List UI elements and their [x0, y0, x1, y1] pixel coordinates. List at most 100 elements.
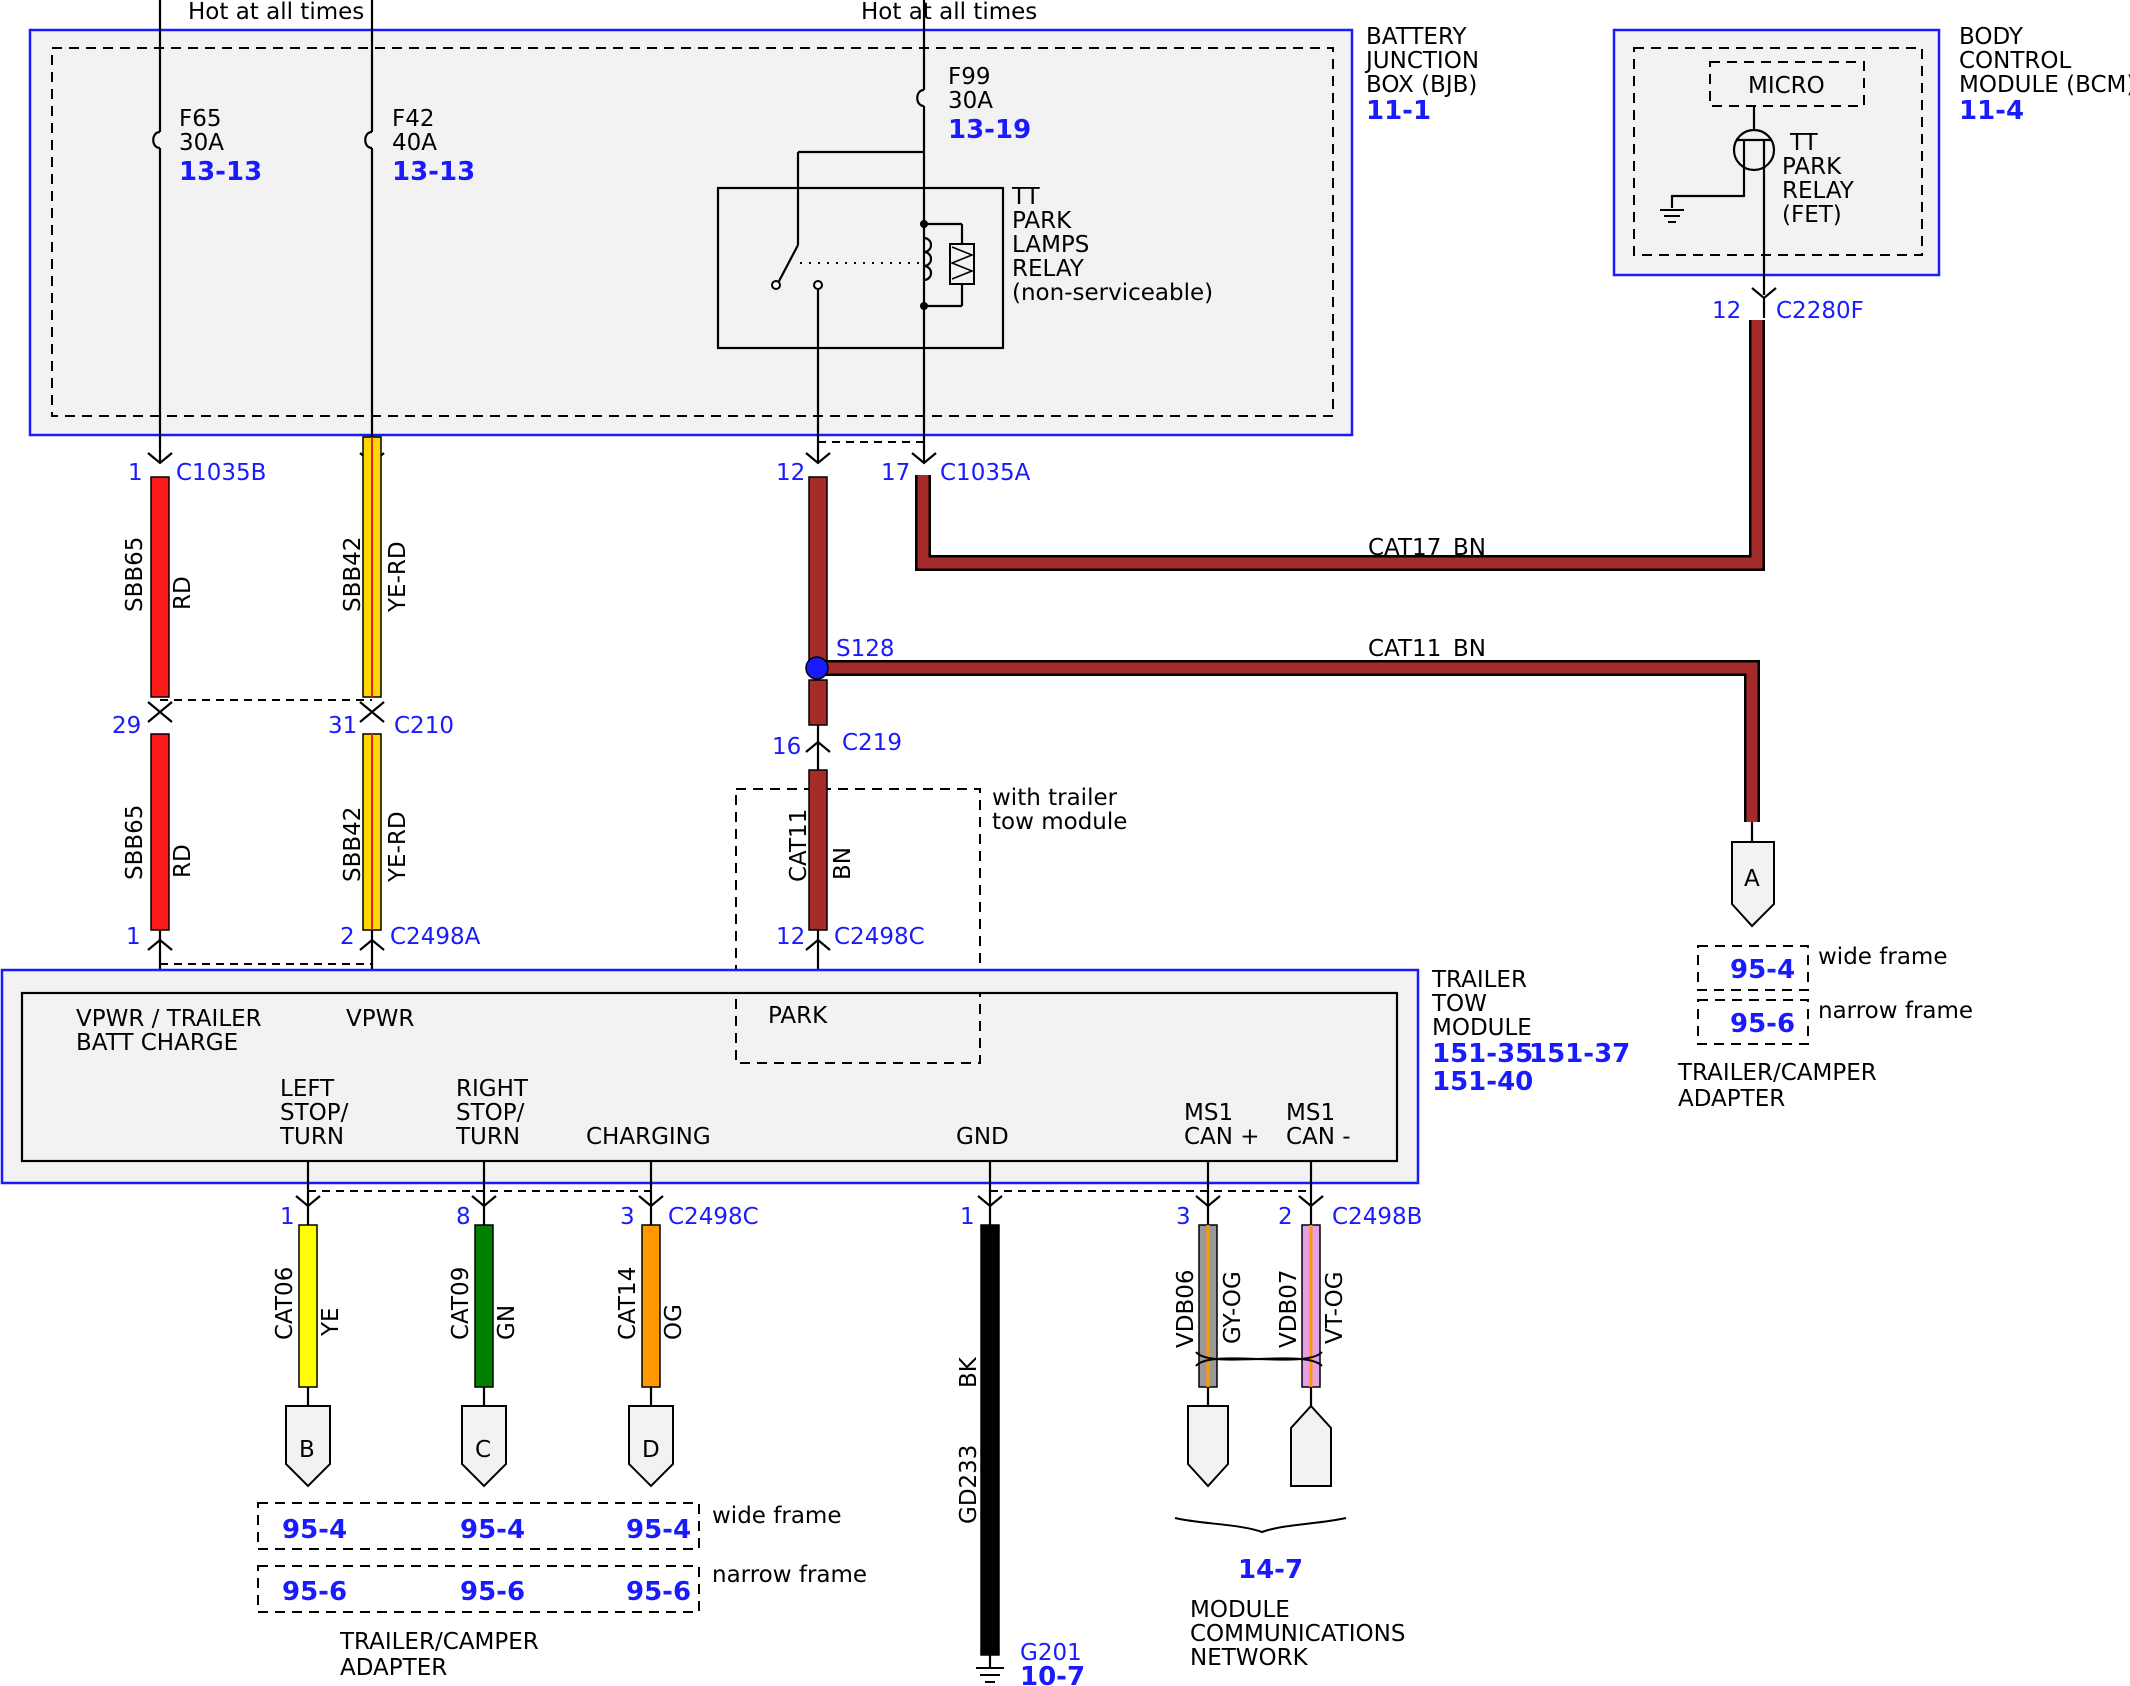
c1035a-pins: [805, 438, 937, 465]
with-trailer-label-2: tow module: [992, 809, 1127, 835]
pin-park: PARK: [768, 1003, 828, 1029]
sbb65-wire-lower: [150, 733, 170, 931]
fet-icon: [1732, 128, 1776, 172]
f42-ref: 13-13: [392, 157, 475, 187]
relay-switch-contact: [813, 280, 823, 290]
right-wide-frame-label: wide frame: [1818, 944, 1947, 970]
cat17-circuit: CAT17: [1368, 535, 1441, 561]
f42-rating: 40A: [392, 130, 437, 156]
c2280f-label: C2280F: [1776, 298, 1864, 324]
bcm-ref: 11-4: [1959, 96, 2024, 126]
cat14-circuit: CAT14: [615, 1267, 641, 1340]
bcm-relay-label-2: PARK: [1782, 154, 1842, 180]
cat09-circuit: CAT09: [448, 1267, 474, 1340]
bcm-box: [1612, 28, 1941, 277]
bcm-micro-box: [1709, 61, 1865, 107]
pin-left-1: LEFT: [280, 1076, 335, 1102]
pin-vpwr-trailer-2: BATT CHARGE: [76, 1030, 238, 1056]
with-trailer-dashed-box: [735, 788, 981, 1064]
relay-coil-icon: [923, 236, 933, 282]
pin-can-n-1: MS1: [1286, 1100, 1335, 1126]
gd233-wire: [980, 1224, 1000, 1656]
cat11-branch-circuit: CAT11: [1368, 636, 1441, 662]
f99-name: F99: [948, 64, 991, 90]
s128-label: S128: [836, 636, 895, 662]
c1035b-pin-1: 1: [128, 460, 143, 486]
pin-vpwr-trailer-1: VPWR / TRAILER: [76, 1006, 262, 1032]
bjb-label-3: BOX (BJB): [1366, 72, 1477, 98]
adapter-left-label-1: TRAILER/CAMPER: [339, 1629, 539, 1655]
c1035a-pin-12: 12: [776, 460, 805, 486]
adapter-right-label-1: TRAILER/CAMPER: [1677, 1060, 1877, 1086]
wide-frame-box: [257, 1502, 700, 1550]
c2498c-lower-pins: [295, 1161, 664, 1225]
ttm-label-2: TOW: [1431, 991, 1487, 1017]
terminal-b-label: B: [299, 1437, 315, 1463]
sbb42-color-lower: YE-RD: [385, 811, 411, 883]
wide-ref-c: 95-4: [460, 1515, 525, 1545]
relay-label-2: PARK: [1012, 208, 1072, 234]
cat11-branch-outline: [818, 660, 1760, 822]
terminal-d-icon: [628, 1405, 674, 1488]
pin-can-p-1: MS1: [1184, 1100, 1233, 1126]
cat11-circuit-lower: CAT11: [786, 809, 812, 882]
bcm-label-3: MODULE (BCM): [1959, 72, 2130, 98]
sbb65-color-upper: RD: [170, 576, 196, 610]
right-narrow-frame-label: narrow frame: [1818, 998, 1973, 1024]
terminal-c-icon: [461, 1405, 507, 1488]
f65-ref: 13-13: [179, 157, 262, 187]
cat14-color: OG: [661, 1304, 687, 1340]
terminal-c-label: C: [475, 1437, 491, 1463]
cat17-wire: [917, 320, 1763, 569]
right-narrow-frame-box: [1697, 999, 1809, 1045]
with-trailer-overlap: [735, 992, 981, 1064]
sbb42-circuit-lower: SBB42: [340, 807, 366, 882]
sbb42-circuit-upper: SBB42: [340, 537, 366, 612]
g201-ground-icon: [976, 1667, 1004, 1683]
bjb-box: [28, 28, 1354, 437]
g201-ref: 10-7: [1020, 1662, 1085, 1686]
narrow-frame-label-left: narrow frame: [712, 1562, 867, 1588]
terminal-a-label: A: [1744, 866, 1760, 892]
pin-charging: CHARGING: [586, 1124, 711, 1150]
ttm-ref-2: 151-37: [1529, 1039, 1630, 1069]
sbb42-color-upper: YE-RD: [385, 541, 411, 613]
gd233-color: BK: [956, 1356, 982, 1388]
relay-switch-blade: [776, 244, 799, 286]
network-terminal-right-icon: [1290, 1404, 1332, 1487]
wide-frame-label-left: wide frame: [712, 1503, 841, 1529]
relay-switch-pivot: [771, 280, 781, 290]
adapter-left-label-2: ADAPTER: [340, 1655, 447, 1681]
ttm-label-3: MODULE: [1432, 1015, 1532, 1041]
twisted-pair-icon: [1195, 1351, 1323, 1367]
gd233-circuit: GD233: [956, 1445, 982, 1524]
terminal-d-label: D: [642, 1437, 660, 1463]
c2498b-pin-2: 2: [1278, 1204, 1293, 1230]
adapter-right-label-2: ADAPTER: [1678, 1086, 1785, 1112]
g201-label: G201: [1020, 1640, 1082, 1666]
c2498b-pin-1: 1: [960, 1204, 975, 1230]
c219-label: C219: [842, 730, 902, 756]
cat06-color: YE: [318, 1307, 344, 1337]
sbb65-circuit-lower: SBB65: [122, 805, 148, 880]
bjb-label-2: JUNCTION: [1364, 48, 1479, 74]
c2498b-label: C2498B: [1332, 1204, 1422, 1230]
narrow-ref-d: 95-6: [626, 1577, 691, 1607]
f65-name: F65: [179, 106, 222, 132]
c2498c-pin-8: 8: [456, 1204, 471, 1230]
vdb06-color: GY-OG: [1220, 1271, 1246, 1344]
with-trailer-label-1: with trailer: [992, 785, 1118, 811]
network-terminal-left-icon: [1187, 1405, 1229, 1488]
bjb-inner-dashed: [51, 47, 1334, 417]
c210-pins: [147, 699, 385, 723]
pin-vpwr: VPWR: [346, 1006, 414, 1032]
pin-left-3: TURN: [279, 1124, 344, 1150]
narrow-ref-b: 95-6: [282, 1577, 347, 1607]
vdb07-color: VT-OG: [1322, 1271, 1348, 1344]
ttm-label-1: TRAILER: [1431, 967, 1527, 993]
terminal-a-icon: [1731, 841, 1775, 928]
bcm-inner-dashed: [1633, 47, 1923, 256]
bcm-ground-icon: [1660, 209, 1684, 223]
trailer-tow-module-inner: [20, 991, 1399, 1163]
ttm-ref-1: 151-35: [1432, 1039, 1533, 1069]
